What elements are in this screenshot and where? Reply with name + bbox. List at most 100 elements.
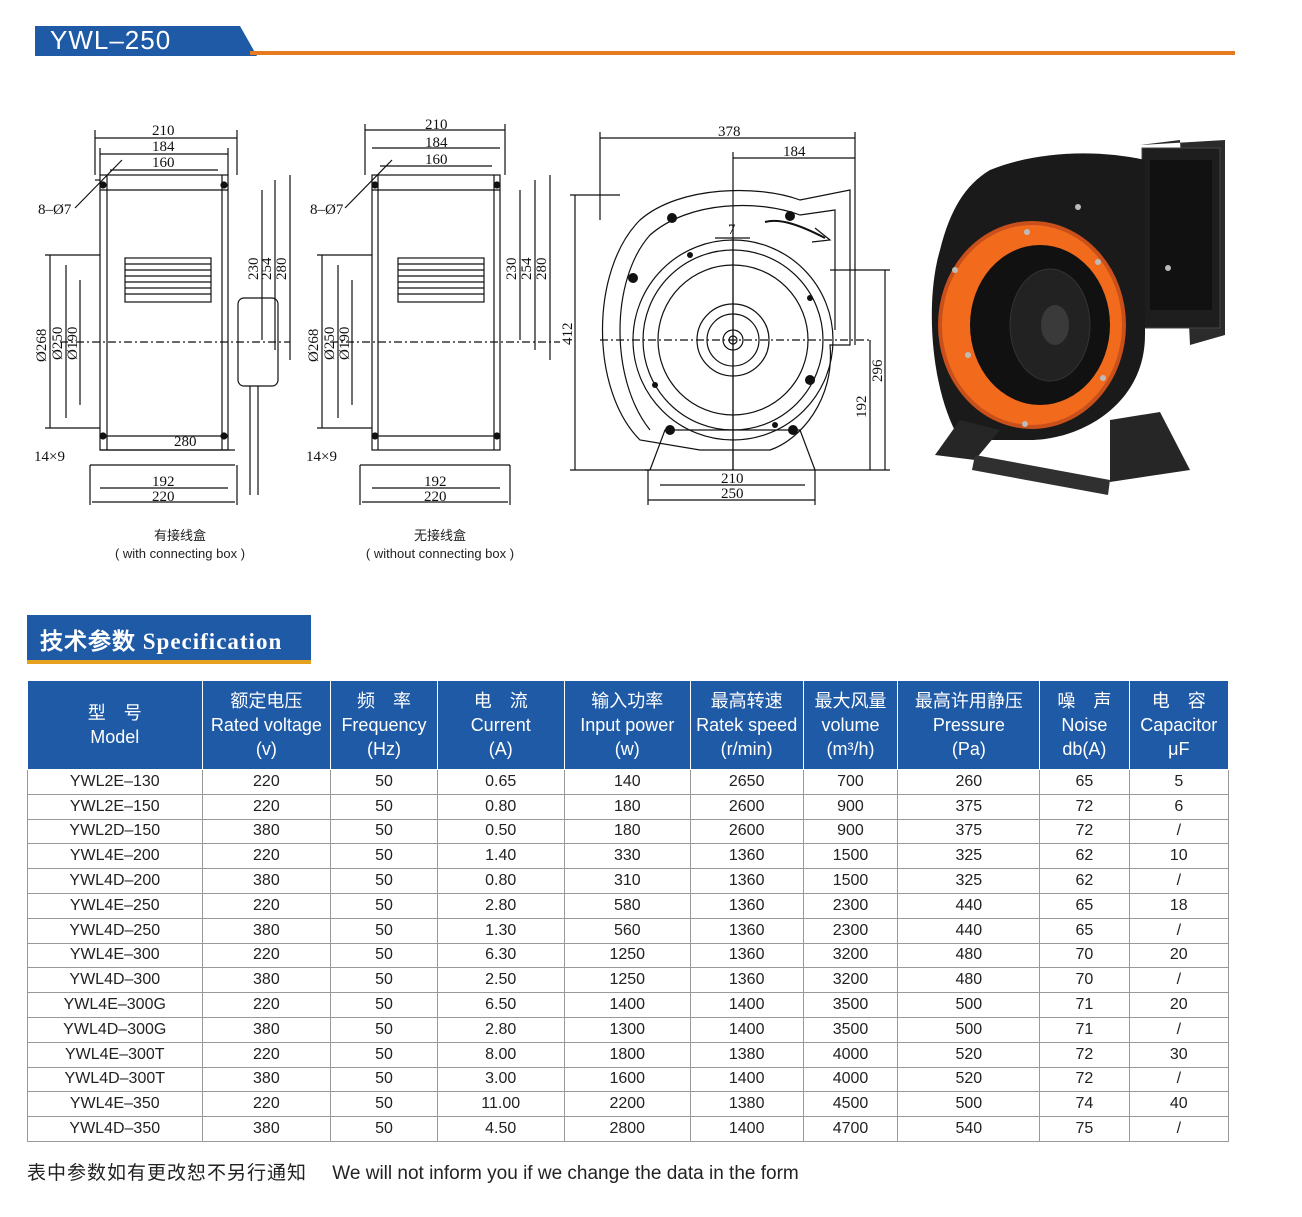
table-cell: 3.00 (436, 1066, 565, 1093)
column-header-cn: 电 流 (473, 691, 528, 711)
table-cell: 440 (897, 892, 1041, 919)
table-cell: 3200 (802, 942, 899, 969)
table-cell: 1500 (802, 843, 899, 870)
table-cell: 500 (897, 1091, 1041, 1118)
page-title: YWL–250 (50, 25, 172, 55)
table-cell: 18 (1128, 892, 1230, 919)
technical-drawings: 210 184 160 8–Ø7 Ø268 Ø250 Ø190 230 254 … (34, 117, 1225, 505)
spec-heading-underline (27, 660, 311, 664)
table-cell: 1400 (563, 992, 691, 1018)
table-cell: 1.40 (436, 843, 565, 870)
table-cell: 4000 (802, 1066, 899, 1093)
table-cell: 325 (897, 843, 1041, 870)
hole-label-b: 8–Ø7 (310, 202, 344, 218)
front-view (570, 132, 890, 505)
table-cell: 65 (1039, 917, 1130, 944)
column-header-unit: (Pa) (951, 739, 986, 759)
dim-d268-b: Ø268 (306, 329, 322, 362)
column-header-unit: μF (1168, 739, 1190, 759)
dim-d190-b: Ø190 (337, 327, 353, 360)
table-cell: 380 (201, 1016, 332, 1043)
caption-with-box: 有接线盒 ( with connecting box ) (80, 525, 280, 561)
table-cell: 5 (1128, 769, 1230, 795)
table-cell: 50 (330, 967, 438, 994)
table-cell: 50 (330, 1041, 438, 1068)
table-cell: 1800 (563, 1041, 691, 1068)
table-cell: 4.50 (436, 1116, 565, 1142)
dim-280-bottom: 280 (174, 434, 197, 450)
table-cell: 50 (330, 917, 438, 944)
table-cell: 1300 (563, 1016, 691, 1043)
table-cell: 0.80 (436, 868, 565, 894)
table-cell: 4700 (802, 1116, 899, 1142)
table-cell: 2300 (802, 917, 899, 944)
dim-280-b: 280 (534, 258, 550, 281)
table-cell: YWL4D–300 (27, 967, 203, 994)
table-cell: YWL4E–300T (27, 1041, 203, 1068)
column-header-en: Rated voltage (210, 715, 322, 735)
table-cell: YWL4E–200 (27, 843, 203, 870)
table-cell: 380 (201, 917, 332, 944)
table-cell: 1400 (689, 1066, 804, 1093)
column-header-cn: 噪 声 (1057, 691, 1112, 711)
column-header-en: Input power (580, 715, 675, 735)
table-cell: 1380 (689, 1091, 804, 1118)
table-cell: 1360 (689, 917, 804, 944)
column-header-cn: 频 率 (356, 691, 411, 711)
table-cell: 1250 (563, 967, 691, 994)
table-cell: YWL2E–150 (27, 793, 203, 820)
column-header-unit: (Hz) (366, 739, 401, 759)
column-header-en: Capacitor (1140, 715, 1218, 735)
table-cell: 71 (1039, 1016, 1130, 1043)
table-cell: 560 (563, 917, 691, 944)
table-cell: / (1128, 967, 1230, 994)
column-header-en: volume (821, 715, 880, 735)
table-cell: 220 (201, 793, 332, 820)
table-cell: 70 (1039, 942, 1130, 969)
table-cell: 220 (201, 1041, 332, 1068)
table-cell: 1360 (689, 892, 804, 919)
table-cell: 3200 (802, 967, 899, 994)
column-header-cn: 电 容 (1151, 691, 1206, 711)
table-cell: 310 (563, 868, 691, 894)
table-cell: 62 (1039, 868, 1130, 894)
table-cell: 220 (201, 992, 332, 1018)
table-cell: 1400 (689, 1016, 804, 1043)
dim-220: 220 (152, 489, 175, 505)
dim-210-front: 210 (721, 471, 744, 487)
caption-with-box-en: ( with connecting box ) (114, 546, 246, 561)
table-cell: 65 (1039, 892, 1130, 919)
slot-label-b: 14×9 (306, 449, 337, 465)
caption-without-box: 无接线盒 ( without connecting box ) (330, 525, 550, 561)
footnote-cn: 表中参数如有更改恕不另行通知 (27, 1163, 308, 1184)
column-header-en: Noise (1061, 715, 1108, 735)
table-cell: 1250 (563, 942, 691, 969)
hole-label: 8–Ø7 (38, 202, 72, 218)
table-cell: 50 (330, 1066, 438, 1093)
table-cell: YWL2E–130 (27, 769, 203, 795)
dim-192: 192 (152, 474, 175, 490)
dim-280: 280 (274, 258, 290, 281)
dim-412: 412 (560, 323, 576, 346)
table-cell: 520 (897, 1066, 1041, 1093)
caption-with-box-cn: 有接线盒 (153, 528, 206, 543)
caption-without-box-cn: 无接线盒 (413, 528, 466, 543)
dim-210: 210 (152, 123, 175, 139)
footnote-en: We will not inform you if we change the … (332, 1163, 799, 1184)
table-cell: 1360 (689, 868, 804, 894)
header-divider (250, 51, 1235, 55)
table-cell: YWL4E–300G (27, 992, 203, 1018)
footnote: 表中参数如有更改恕不另行通知 We will not inform you if… (27, 1158, 799, 1185)
table-cell: 8.00 (436, 1041, 565, 1068)
column-header-en: Frequency (341, 715, 427, 735)
table-cell: 540 (897, 1116, 1041, 1142)
table-cell: 380 (201, 868, 332, 894)
table-cell: 6 (1128, 793, 1230, 820)
column-header-en: Current (470, 715, 531, 735)
